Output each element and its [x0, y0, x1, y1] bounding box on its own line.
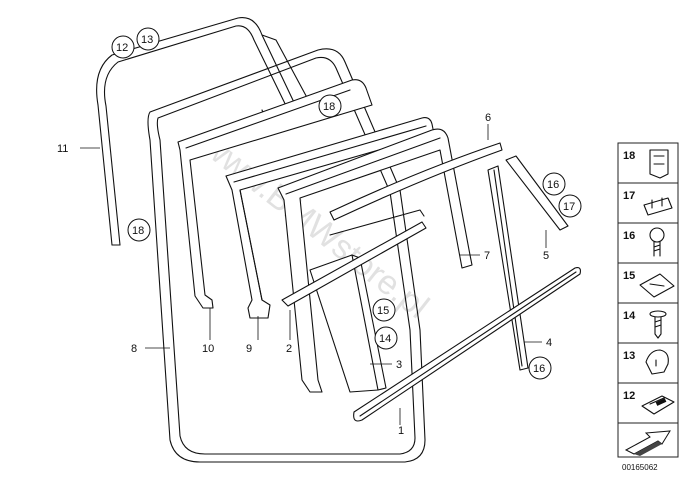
svg-text:14: 14	[623, 310, 636, 322]
callout-18-top: 18	[318, 94, 342, 118]
svg-text:16: 16	[547, 179, 559, 191]
label-4: 4	[546, 337, 552, 349]
label-9: 9	[246, 343, 252, 355]
svg-text:17: 17	[563, 201, 575, 213]
label-10: 10	[202, 343, 214, 355]
label-1: 1	[398, 425, 404, 437]
svg-text:18: 18	[132, 225, 144, 237]
part-1-shaft-seal	[353, 267, 581, 422]
svg-text:15: 15	[377, 305, 389, 317]
part-8-door-seal	[147, 48, 426, 463]
label-6: 6	[485, 112, 491, 124]
legend-row-14: 14	[617, 302, 679, 344]
legend-row-12: 12	[617, 382, 679, 424]
svg-text:17: 17	[623, 190, 635, 202]
part-3-pillar-cover	[309, 254, 387, 393]
legend-row-13: 13	[617, 342, 679, 384]
callout-16-lower: 16	[528, 356, 552, 380]
svg-text:13: 13	[623, 350, 635, 362]
clip-13-icon	[645, 349, 669, 375]
legend-row-18: 18	[617, 142, 679, 184]
label-7: 7	[484, 250, 490, 262]
direction-arrow-box	[617, 422, 679, 458]
label-3: 3	[396, 359, 402, 371]
svg-text:16: 16	[623, 230, 635, 242]
part-6-upper-trim	[329, 142, 503, 221]
part-2-inner-strip	[281, 209, 427, 307]
part-7-guide-rail	[277, 128, 473, 393]
svg-text:15: 15	[623, 270, 635, 282]
callout-17: 17	[558, 194, 582, 218]
svg-text:13: 13	[141, 34, 153, 46]
callout-18-left: 18	[127, 218, 151, 242]
legend-row-15: 15	[617, 262, 679, 304]
callout-12: 12	[111, 35, 135, 59]
svg-text:14: 14	[379, 333, 391, 345]
label-8: 8	[131, 343, 137, 355]
callout-14: 14	[374, 326, 398, 350]
svg-text:12: 12	[623, 390, 635, 402]
clip-18-icon	[649, 149, 669, 179]
clip-17-icon	[643, 197, 673, 216]
legend-column: 18 17 16 15 14	[617, 142, 679, 472]
part-4-glass-guide	[487, 165, 529, 371]
svg-text:18: 18	[623, 150, 635, 162]
callout-16-upper: 16	[542, 172, 566, 196]
callout-15: 15	[372, 298, 396, 322]
callout-13: 13	[136, 27, 160, 51]
label-11: 11	[57, 143, 68, 155]
legend-row-16: 16	[617, 222, 679, 264]
svg-text:16: 16	[533, 363, 545, 375]
clip-15-icon	[639, 273, 675, 298]
diagram-id: 00165062	[622, 463, 658, 472]
svg-text:12: 12	[116, 42, 128, 54]
part-11-frame-seal	[96, 17, 319, 246]
label-5: 5	[543, 250, 549, 262]
svg-text:18: 18	[323, 101, 335, 113]
part-9-frame-inner	[225, 117, 435, 319]
legend-row-17: 17	[617, 182, 679, 224]
clip-12-icon	[641, 395, 675, 415]
label-2: 2	[286, 343, 292, 355]
part-5-corner-trim	[505, 155, 569, 231]
screw-16-icon	[649, 227, 665, 243]
screw-14-icon	[649, 310, 667, 318]
